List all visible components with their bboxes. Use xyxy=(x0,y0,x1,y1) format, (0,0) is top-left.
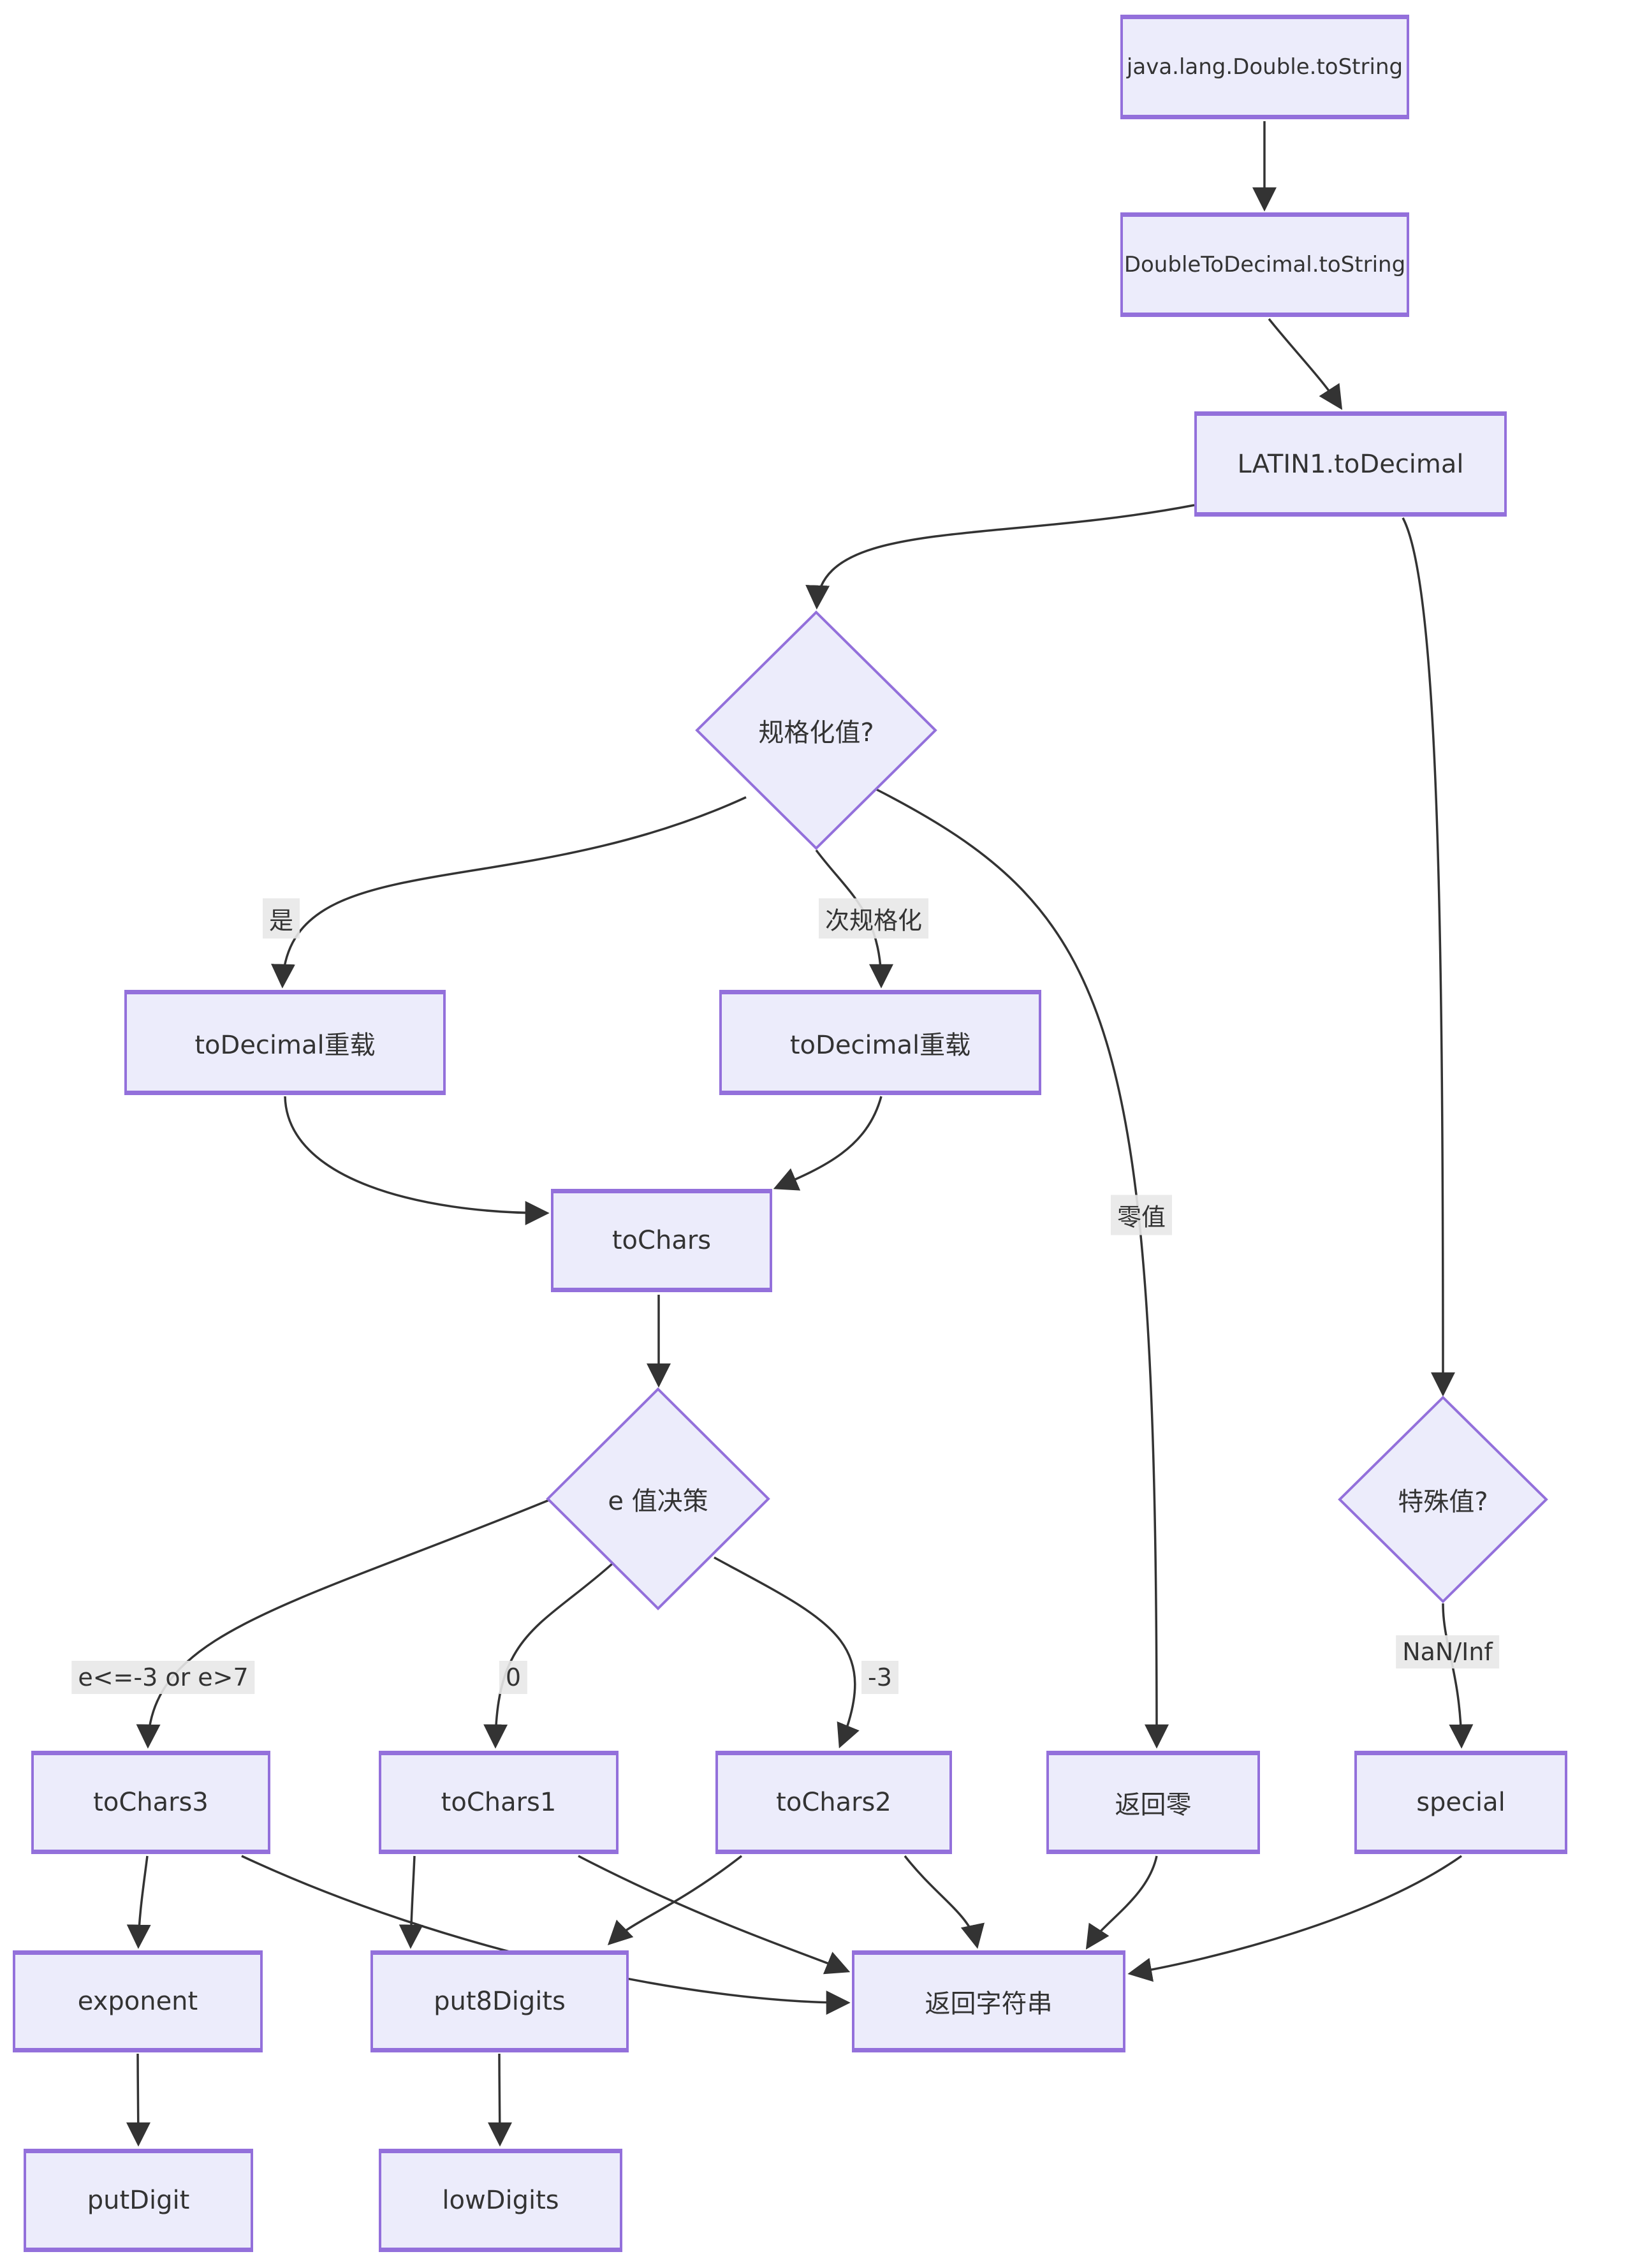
edge-spec-special xyxy=(1442,1603,1474,1749)
node-latin1-todecimal: LATIN1.toDecimal xyxy=(1194,411,1507,517)
edge-edec-tochars1 xyxy=(483,1563,613,1749)
node-doubletodecimal-tostring: DoubleToDecimal.toString xyxy=(1120,212,1409,317)
node-todecimal-overload-left: toDecimal重载 xyxy=(124,990,446,1095)
edge-special-retstr xyxy=(1127,1855,1463,1982)
edge-label-e-neg3: -3 xyxy=(861,1661,898,1694)
edge-label-yes: 是 xyxy=(262,898,300,939)
edge-retzero-retstr xyxy=(1085,1855,1158,1950)
edge-label-e-range: e<=-3 or e>7 xyxy=(71,1661,255,1694)
edge-norm-retzero xyxy=(875,788,1169,1749)
edge-put8-lowdigits xyxy=(487,2053,512,2147)
node-special: special xyxy=(1354,1751,1567,1854)
edge-edec-tochars2 xyxy=(714,1556,860,1749)
edge-over2-tochars xyxy=(773,1096,883,1191)
diamond-special-value xyxy=(1338,1395,1548,1603)
edge-latin-spec xyxy=(1402,517,1455,1397)
edge-edec-tochars3 xyxy=(136,1499,550,1749)
edge-over1-tochars xyxy=(284,1096,550,1225)
diamond-e-decision xyxy=(546,1387,770,1610)
edge-latin-norm xyxy=(805,504,1195,610)
edge-label-subnormal: 次规格化 xyxy=(818,898,929,939)
edge-tochars1-retstr xyxy=(578,1855,851,1975)
edge-label-nan-inf: NaN/Inf xyxy=(1396,1635,1499,1668)
node-exponent: exponent xyxy=(13,1950,263,2052)
node-tochars2: toChars2 xyxy=(715,1751,952,1854)
node-put8digits: put8Digits xyxy=(370,1950,629,2052)
diamond-label-normalized-value: 规格化值? xyxy=(758,718,874,747)
edge-label-e-zero: 0 xyxy=(499,1661,528,1694)
node-java-lang-double-tostring: java.lang.Double.toString xyxy=(1120,15,1409,119)
node-putdigit: putDigit xyxy=(24,2149,253,2252)
edge-tochars2-put8 xyxy=(607,1855,743,1945)
edge-norm-over1 xyxy=(271,796,747,989)
node-todecimal-overload-right: toDecimal重载 xyxy=(719,990,1041,1095)
diamond-label-e-decision: e 值决策 xyxy=(608,1487,708,1516)
node-lowdigits: lowDigits xyxy=(379,2149,622,2252)
edge-d2d-latin xyxy=(1268,318,1343,410)
diamond-label-special-value: 特殊值? xyxy=(1398,1487,1488,1517)
decision-diamonds xyxy=(546,610,1548,1610)
node-tochars3: toChars3 xyxy=(31,1751,270,1854)
node-tochars: toChars xyxy=(551,1189,772,1292)
edge-label-zero-value: 零值 xyxy=(1110,1195,1173,1235)
node-tochars1: toChars1 xyxy=(379,1751,619,1854)
edge-tochars2-retstr xyxy=(904,1855,985,1949)
node-return-zero: 返回零 xyxy=(1046,1751,1260,1854)
edge-tochars3-exponent xyxy=(126,1855,151,1949)
node-return-string: 返回字符串 xyxy=(852,1950,1125,2052)
edge-tochars1-put8 xyxy=(399,1855,423,1949)
diamond-normalized-value xyxy=(695,610,937,850)
